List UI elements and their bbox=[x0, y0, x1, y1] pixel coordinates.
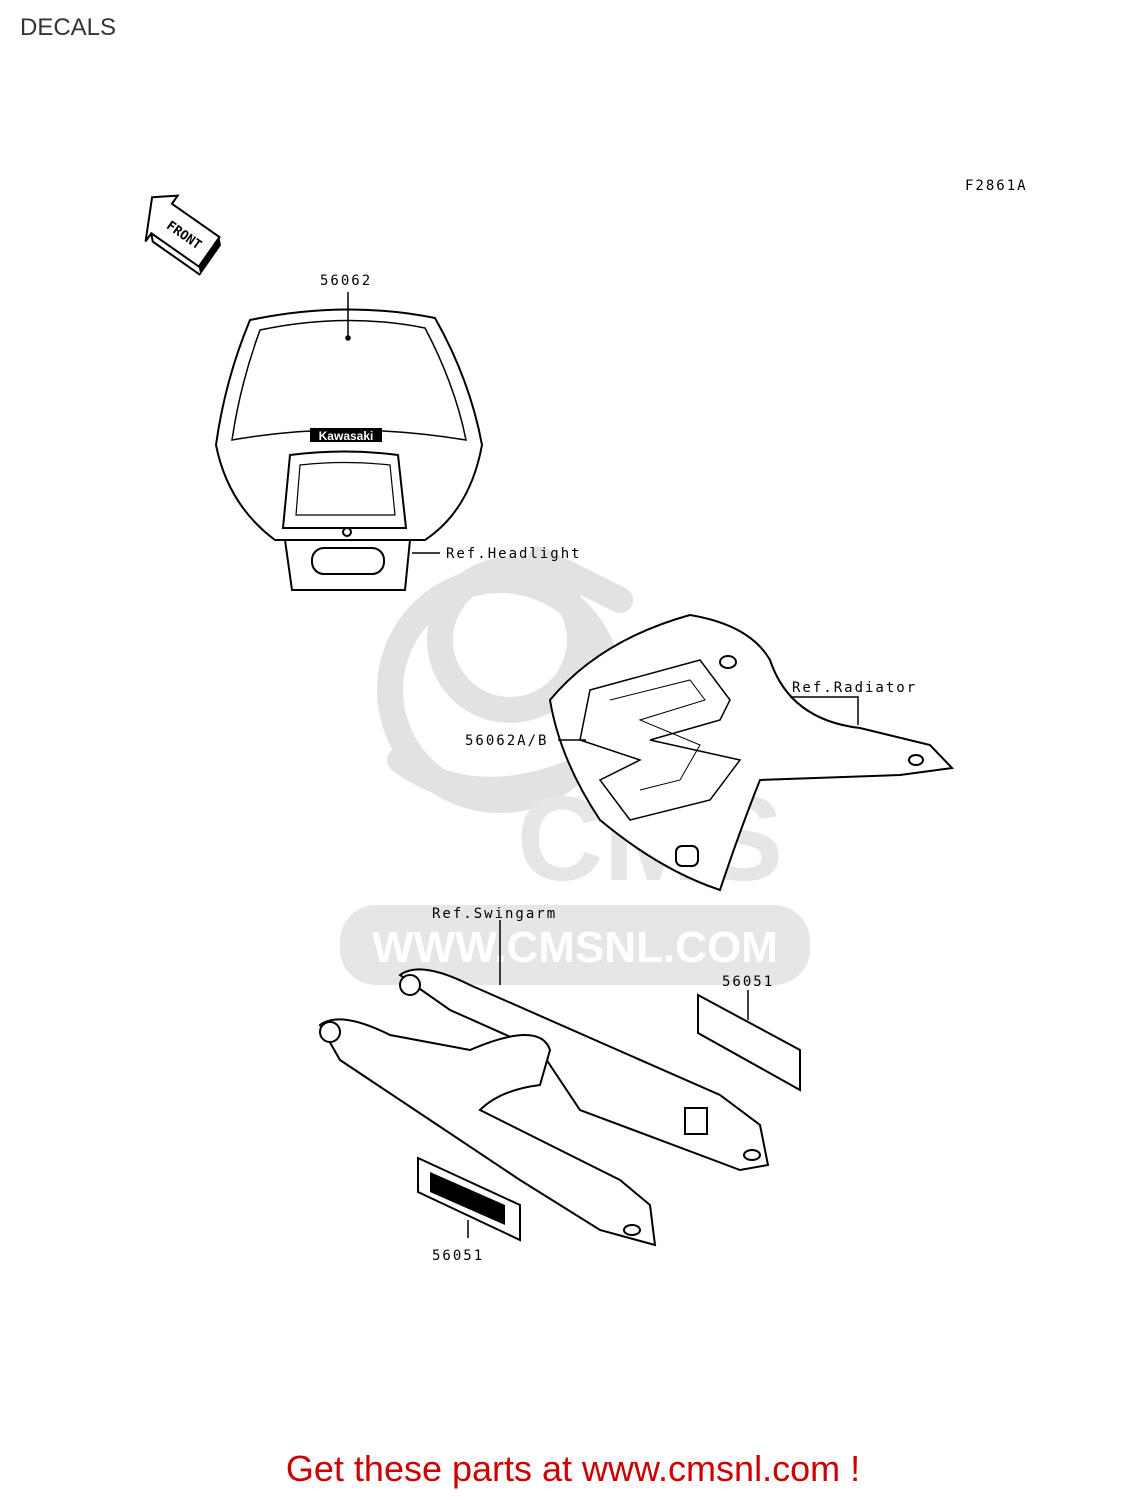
callout-56062: 56062 bbox=[320, 273, 372, 289]
front-arrow-icon: FRONT bbox=[144, 194, 221, 276]
callout-ref-headlight: Ref.Headlight bbox=[446, 546, 582, 562]
footer-cta: Get these parts at www.cmsnl.com ! bbox=[0, 1448, 1146, 1490]
swingarm bbox=[318, 968, 770, 1247]
watermark-bar bbox=[340, 905, 810, 985]
footer-text-end: ! bbox=[840, 1448, 861, 1489]
parts-diagram: CMS WWW.CMSNL.COM F2861A FRONT Kawasaki bbox=[144, 178, 1028, 1264]
callout-56062ab: 56062A/B bbox=[465, 733, 548, 749]
headlight-cowl bbox=[214, 308, 484, 591]
callout-56051-right: 56051 bbox=[722, 974, 774, 990]
callout-ref-swingarm: Ref.Swingarm bbox=[432, 906, 557, 922]
footer-link[interactable]: www.cmsnl.com bbox=[582, 1448, 841, 1489]
decal-56051-right bbox=[697, 993, 801, 1092]
kawasaki-badge-text: Kawasaki bbox=[319, 429, 374, 443]
page-title: DECALS bbox=[20, 14, 117, 41]
leader-lines bbox=[345, 292, 859, 1238]
figure-code: F2861A bbox=[965, 178, 1028, 194]
kawasaki-badge bbox=[310, 428, 382, 442]
callout-56051-bottom: 56051 bbox=[432, 1248, 484, 1264]
callout-ref-radiator: Ref.Radiator bbox=[792, 680, 917, 696]
radiator-shroud bbox=[548, 613, 955, 892]
decal-56051-bottom bbox=[417, 1156, 521, 1242]
footer-text: Get these parts at bbox=[285, 1448, 583, 1489]
watermark-site: WWW.CMSNL.COM bbox=[372, 923, 778, 972]
